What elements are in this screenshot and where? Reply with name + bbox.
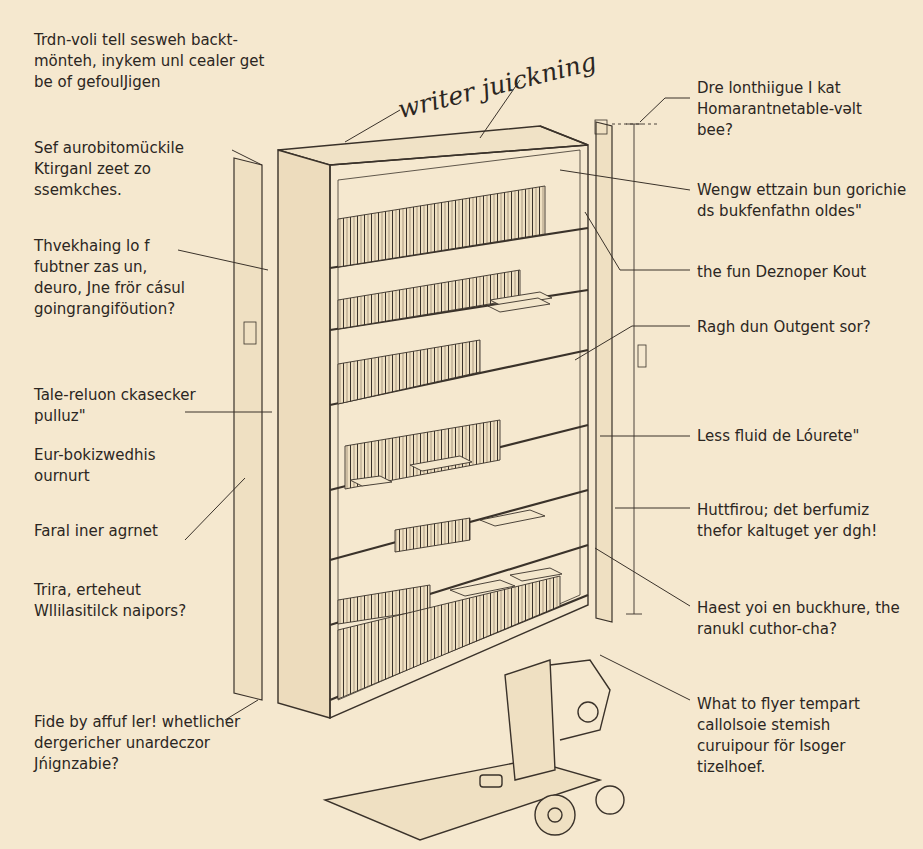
- hand-truck: [325, 660, 624, 840]
- callout-label: the fun Deznoper Kout: [697, 262, 907, 283]
- callout-label: Haest yoi en buckhure, the ranukl cuthor…: [697, 598, 902, 640]
- callout-label: Sef aurobitomückile Ktirganl zeet zo sse…: [34, 138, 234, 201]
- callout-label: Trira, erteheut Wllilasitilck naipors?: [34, 580, 209, 622]
- drawing-title: writer juickning: [395, 47, 600, 125]
- callout-label: Ragh dun Outgent sor?: [697, 317, 912, 338]
- callout-label: Eur-bokizwedhis ournurt: [34, 445, 209, 487]
- loose-panels: [234, 120, 646, 700]
- lying-books: [350, 292, 562, 596]
- callout-label: Tale-reluon ckasecker pulluz": [34, 385, 209, 427]
- callout-label: Faral iner agrnet: [34, 521, 209, 542]
- callout-label: What to flyer tempart callolsoie stemish…: [697, 694, 897, 778]
- dimension-line: [612, 124, 660, 614]
- bookcase-frame: [278, 126, 588, 718]
- callout-label: Dre lonthiigue I kat Homarantnetable-vəl…: [697, 78, 897, 141]
- leader-lines: [178, 80, 690, 720]
- callout-label: Thvekhaing lo f fubtner zas un, deuro, J…: [34, 236, 199, 320]
- book-rows: [338, 186, 560, 699]
- callout-label: Less fluid de Lóurete": [697, 426, 912, 447]
- shelf-lines: [330, 228, 588, 700]
- callout-label: Fide by affuf ler! whetlicher dergeriche…: [34, 712, 264, 775]
- callout-label: Huttfirou; det berfumiz thefor kaltuget …: [697, 500, 902, 542]
- callout-label: Wengw ettzain bun gorichie ds bukfenfath…: [697, 180, 907, 222]
- callout-label: Trdn-voli tell sesweh backt-mönteh, inyk…: [34, 30, 269, 93]
